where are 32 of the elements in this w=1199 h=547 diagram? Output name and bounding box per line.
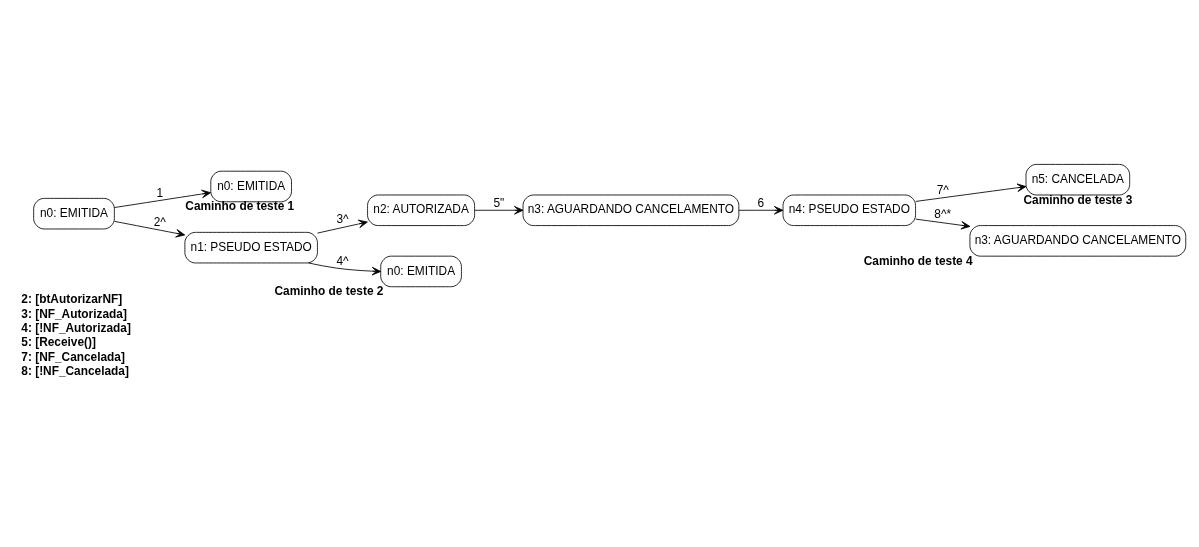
node-box: n1: PSEUDO ESTADO: [184, 231, 318, 263]
edge-label: 7^: [936, 182, 949, 197]
edge-label: 3^: [336, 211, 349, 226]
edge-label: 8^*: [934, 206, 952, 221]
edge-label: 4^: [336, 253, 349, 268]
arrow: [114, 220, 186, 237]
label: 5: [Receive()]: [21, 334, 96, 349]
edge-label: 2^: [153, 214, 166, 229]
label: 4: [!NF_Autorizada]: [21, 320, 131, 335]
node-box: n3: AGUARDANDO CANCELAMENTO: [522, 194, 740, 226]
edge-label: 5": [493, 195, 505, 210]
node-box: n0: EMITIDA: [33, 197, 115, 229]
arrow: [317, 219, 368, 234]
node-box: n4: PSEUDO ESTADO: [782, 194, 916, 226]
label: 8: [!NF_Cancelada]: [21, 363, 129, 378]
node-box: n5: CANCELADA: [1025, 163, 1131, 195]
node-box: n3: AGUARDANDO CANCELAMENTO: [969, 224, 1187, 257]
arrow: [308, 262, 382, 275]
edge-label: 1: [156, 185, 164, 200]
arrow: [474, 205, 524, 215]
node-label: Caminho de teste 3: [1023, 192, 1133, 207]
label: 7: [NF_Cancelada]: [21, 349, 125, 364]
arrow: [738, 205, 784, 215]
edge-label: 6: [757, 195, 765, 210]
arrow: [915, 218, 971, 229]
node-box: n0: EMITIDA: [210, 170, 292, 202]
label: 3: [NF_Autorizada]: [21, 306, 127, 320]
arrow: [915, 183, 1027, 202]
node-box: n2: AUTORIZADA: [367, 194, 476, 226]
label: 2: [btAutorizarNF]: [21, 291, 123, 306]
node-box: n0: EMITIDA: [380, 255, 462, 287]
arrow: [114, 189, 211, 208]
